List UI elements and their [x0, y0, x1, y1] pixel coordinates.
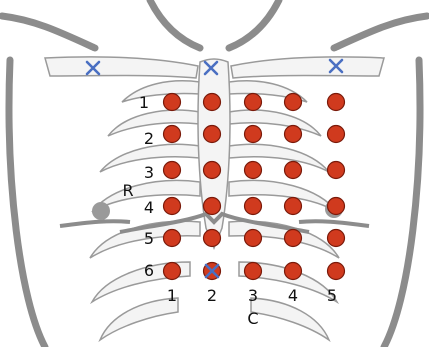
electrode-marker: [245, 162, 262, 179]
row-label: 2: [144, 129, 154, 148]
row-label: 5: [144, 229, 154, 248]
electrode-marker: [245, 126, 262, 143]
electrode-marker: [328, 263, 345, 280]
electrode-marker: [285, 162, 302, 179]
electrode-dot: [164, 126, 181, 143]
electrode-marker: [245, 94, 262, 111]
left-side-marker: [92, 202, 110, 220]
column-label: 4: [288, 286, 298, 305]
neck-left-line: [150, 0, 200, 48]
electrode-dot: [245, 263, 262, 280]
electrode-dot: [285, 230, 302, 247]
electrode-marker: [285, 126, 302, 143]
electrode-marker: [245, 230, 262, 247]
electrode-marker: [328, 94, 345, 111]
right-torso-line: [384, 60, 420, 347]
row-label: 4: [144, 198, 154, 217]
electrode-marker: [285, 94, 302, 111]
electrode-marker: [164, 230, 181, 247]
electrode-dot: [204, 198, 221, 215]
electrode-dot: [285, 162, 302, 179]
electrode-dot: [328, 198, 345, 215]
electrode-dot: [204, 94, 221, 111]
left-clavicle: [45, 57, 198, 78]
electrode-marker: [245, 263, 262, 280]
neck-right-line: [229, 0, 279, 48]
electrode-marker: [245, 198, 262, 215]
electrode-marker: [285, 263, 302, 280]
column-label: 2: [207, 286, 217, 305]
electrode-dot: [164, 94, 181, 111]
right-shoulder-line: [334, 16, 427, 48]
right-side-letter: R: [122, 181, 133, 200]
electrode-marker: [164, 162, 181, 179]
electrode-marker: [328, 230, 345, 247]
electrode-marker: [204, 162, 221, 179]
electrode-dot: [285, 263, 302, 280]
electrode-marker: [204, 198, 221, 215]
electrode-dot: [204, 162, 221, 179]
electrode-marker: [328, 126, 345, 143]
electrode-dot: [164, 263, 181, 280]
electrode-dot: [285, 126, 302, 143]
electrode-dot: [245, 126, 262, 143]
column-label: 5: [327, 286, 337, 305]
row-label: 3: [144, 163, 154, 182]
electrode-marker: [164, 198, 181, 215]
electrode-dot: [328, 94, 345, 111]
left-torso-line: [9, 60, 45, 347]
electrode-dot: [328, 263, 345, 280]
crossed-electrode-marker: [204, 263, 221, 280]
electrode-marker: [164, 126, 181, 143]
electrode-marker: [285, 198, 302, 215]
electrode-marker: [204, 230, 221, 247]
electrode-dot: [245, 230, 262, 247]
electrode-marker: [328, 162, 345, 179]
center-letter: C: [247, 309, 258, 328]
right-clavicle: [231, 57, 384, 78]
electrode-marker: [164, 263, 181, 280]
electrode-marker: [204, 126, 221, 143]
electrode-dot: [328, 126, 345, 143]
electrode-dot: [285, 94, 302, 111]
electrode-dot: [328, 230, 345, 247]
electrode-dot: [328, 162, 345, 179]
electrode-dot: [164, 230, 181, 247]
electrode-dot: [204, 126, 221, 143]
electrode-marker: [164, 94, 181, 111]
row-label: 6: [144, 261, 154, 280]
electrode-marker: [328, 198, 345, 215]
electrode-dot: [204, 230, 221, 247]
electrode-dot: [245, 198, 262, 215]
electrode-dot: [164, 198, 181, 215]
row-label: 1: [139, 93, 149, 112]
column-label: 3: [248, 286, 258, 305]
electrode-dot: [245, 94, 262, 111]
electrode-marker: [204, 94, 221, 111]
electrode-dot: [285, 198, 302, 215]
left-shoulder-line: [2, 16, 95, 48]
column-label: 1: [167, 286, 177, 305]
electrode-marker: [285, 230, 302, 247]
electrode-dot: [245, 162, 262, 179]
electrode-dot: [164, 162, 181, 179]
